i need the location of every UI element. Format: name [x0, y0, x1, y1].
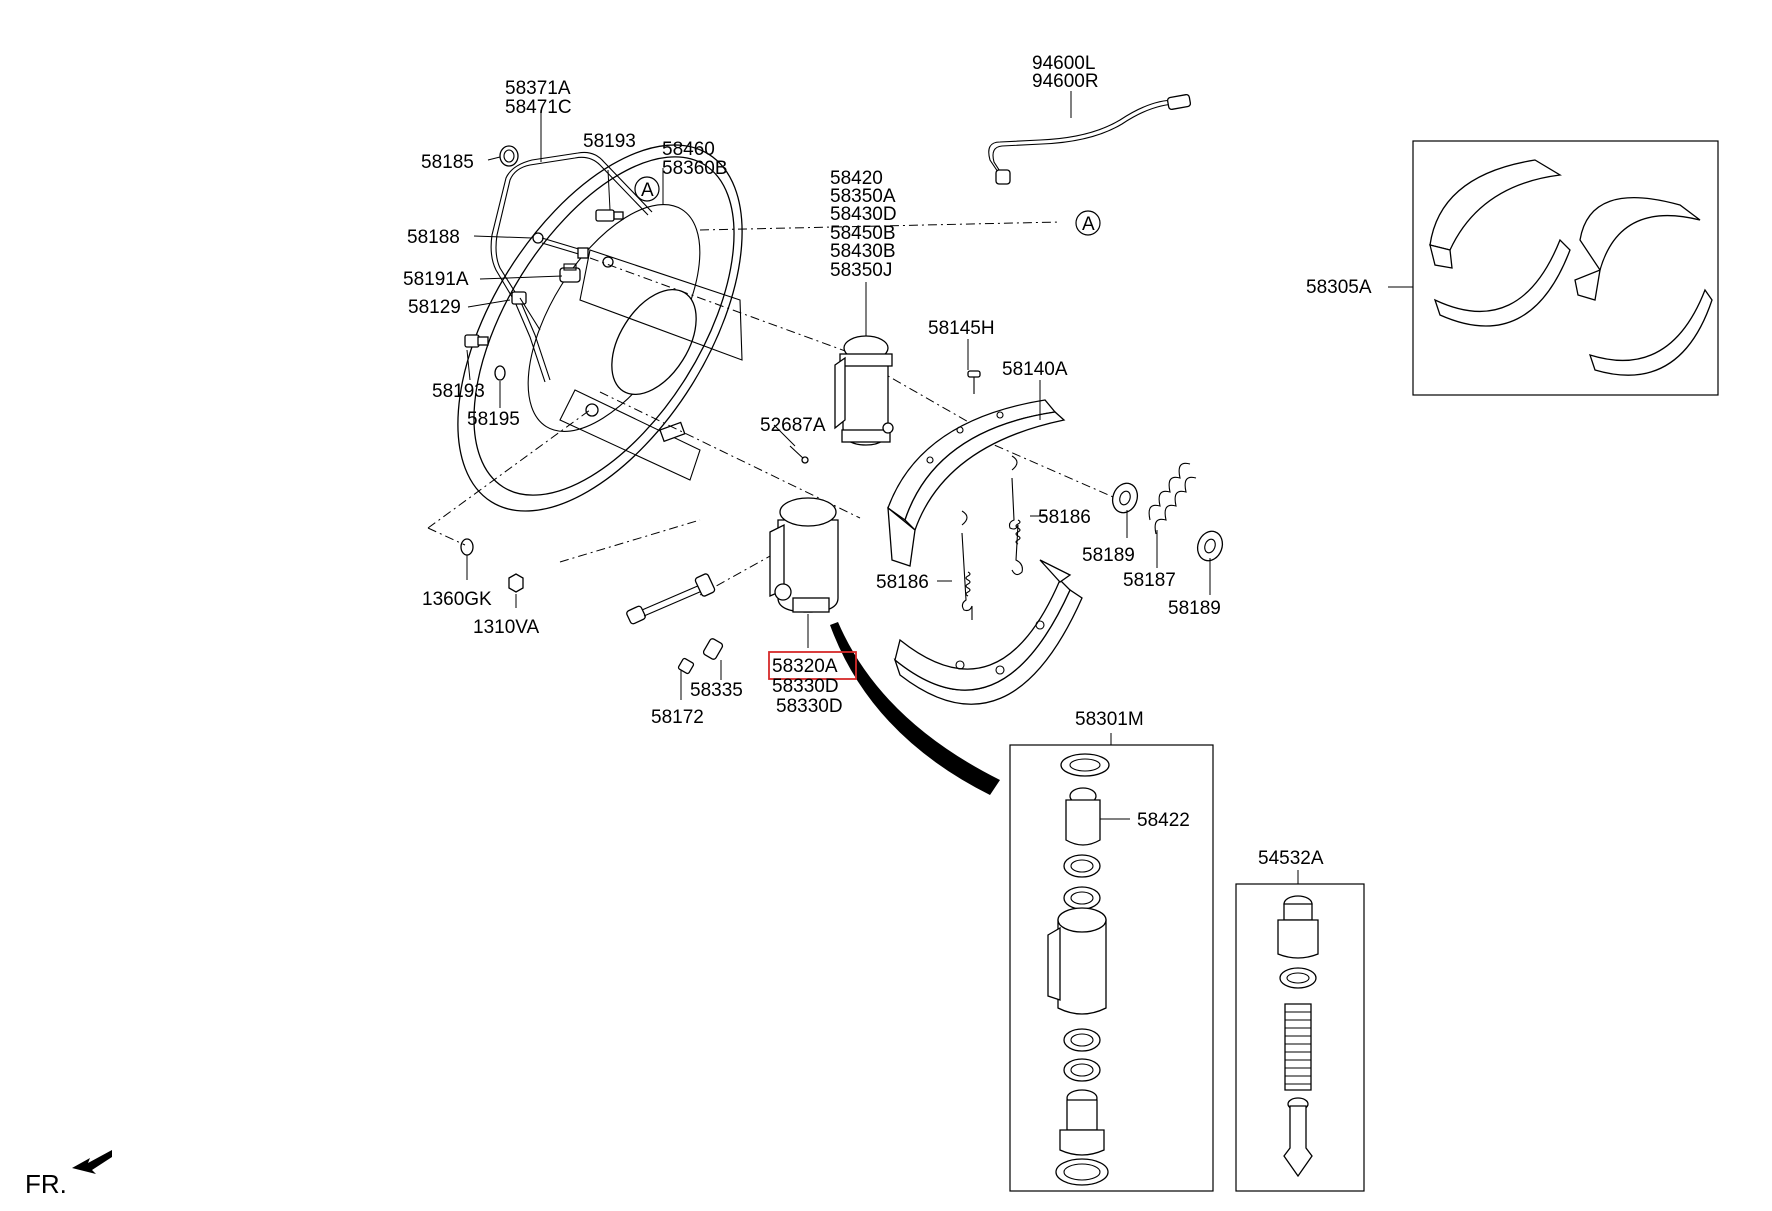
clip-58191A[interactable] [559, 263, 581, 283]
label-58140A[interactable]: 58140A [1002, 359, 1068, 380]
front-label: FR. [25, 1169, 67, 1199]
pin-58145H[interactable] [967, 370, 981, 394]
return-spring-58186-lower[interactable] [961, 510, 973, 620]
label-58420[interactable]: 58420 [830, 168, 883, 189]
label-58191A[interactable]: 58191A [403, 269, 469, 290]
wheel-cylinder-upper[interactable] [834, 335, 894, 446]
hold-down-spring-58187[interactable] [1148, 462, 1197, 535]
brake-shoe-lower[interactable] [893, 559, 1083, 705]
wheel-cylinder-lower[interactable] [769, 497, 839, 613]
label-58330D[interactable]: 58330D [772, 676, 839, 697]
wheel-speed-sensor-cable[interactable] [988, 94, 1192, 185]
label-58172[interactable]: 58172 [651, 707, 704, 728]
label-58350A[interactable]: 58350A [830, 186, 896, 207]
label-1310VA[interactable]: 1310VA [473, 617, 540, 638]
part-labels: 58371A 58471C 58185 58193 58460 58360B 5… [403, 53, 1372, 869]
leader-lines [466, 91, 1413, 884]
retainer-cup-58189-b[interactable] [1194, 528, 1227, 564]
label-58189[interactable]: 58189 [1168, 598, 1221, 619]
kit-box-58301M[interactable] [1009, 744, 1214, 1192]
label-58185[interactable]: 58185 [421, 152, 474, 173]
label-58430B[interactable]: 58430B [830, 241, 896, 262]
kit-box-58305A[interactable] [1412, 140, 1719, 396]
callout-a-sensor: A [1075, 210, 1101, 236]
label-58193[interactable]: 58193 [432, 381, 485, 402]
label-58189[interactable]: 58189 [1082, 545, 1135, 566]
label-1360GK[interactable]: 1360GK [422, 589, 492, 610]
label-58335[interactable]: 58335 [690, 680, 743, 701]
hose-clip-58185[interactable] [499, 145, 519, 167]
retainer-cup-58189-a[interactable] [1109, 480, 1142, 516]
detail-pointer-arrow [830, 622, 1000, 795]
label-58187[interactable]: 58187 [1123, 570, 1176, 591]
highlight-box-58320A [768, 651, 857, 680]
label-58422[interactable]: 58422 [1137, 810, 1190, 831]
front-arrow-icon [72, 1150, 112, 1174]
label-58320A[interactable]: 58320A [772, 656, 838, 677]
label-58450B[interactable]: 58450B [830, 223, 896, 244]
bleeder-screw-58193-left[interactable] [464, 334, 489, 348]
label-58330D[interactable]: 58330D [776, 696, 843, 717]
cap-58195[interactable] [494, 365, 506, 381]
label-58305A[interactable]: 58305A [1306, 277, 1372, 298]
label-58186[interactable]: 58186 [1038, 507, 1091, 528]
label-58460[interactable]: 58460 [662, 139, 715, 160]
return-spring-58186-upper[interactable] [1008, 455, 1023, 576]
backing-plate[interactable] [400, 97, 800, 559]
nut-1310VA[interactable] [508, 573, 524, 593]
label-58430D[interactable]: 58430D [830, 204, 897, 225]
label-58129[interactable]: 58129 [408, 297, 461, 318]
label-58350J[interactable]: 58350J [830, 260, 892, 281]
label-58360B[interactable]: 58360B [662, 158, 728, 179]
front-direction-indicator: FR. [25, 1150, 112, 1199]
callout-a-plate: A [634, 176, 660, 202]
brake-hose-sensor[interactable] [626, 573, 716, 625]
label-58188[interactable]: 58188 [407, 227, 460, 248]
label-58471C[interactable]: 58471C [505, 97, 572, 118]
bleeder-screw-58172[interactable] [677, 657, 695, 675]
brake-pipe[interactable] [490, 151, 653, 383]
svg-text:A: A [641, 180, 654, 201]
bleeder-screw-58193-top[interactable] [595, 169, 624, 222]
union-58129[interactable] [511, 291, 541, 331]
label-58195[interactable]: 58195 [467, 409, 520, 430]
pin-52687A[interactable] [789, 445, 809, 464]
label-58145H[interactable]: 58145H [928, 318, 995, 339]
bleeder-cap-58335[interactable] [702, 638, 724, 661]
label-58301M[interactable]: 58301M [1075, 709, 1144, 730]
label-54532A[interactable]: 54532A [1258, 848, 1324, 869]
svg-text:A: A [1082, 214, 1095, 235]
label-58186[interactable]: 58186 [876, 572, 929, 593]
nut-1360GK[interactable] [460, 538, 474, 556]
label-94600L[interactable]: 94600L [1032, 53, 1095, 74]
label-58371A[interactable]: 58371A [505, 78, 571, 99]
kit-box-54532A[interactable] [1235, 883, 1365, 1192]
brake-shoe-upper[interactable] [887, 399, 1066, 567]
label-52687A[interactable]: 52687A [760, 415, 826, 436]
bolt-58188[interactable] [532, 232, 589, 259]
label-58193[interactable]: 58193 [583, 131, 636, 152]
label-94600R[interactable]: 94600R [1032, 71, 1099, 92]
